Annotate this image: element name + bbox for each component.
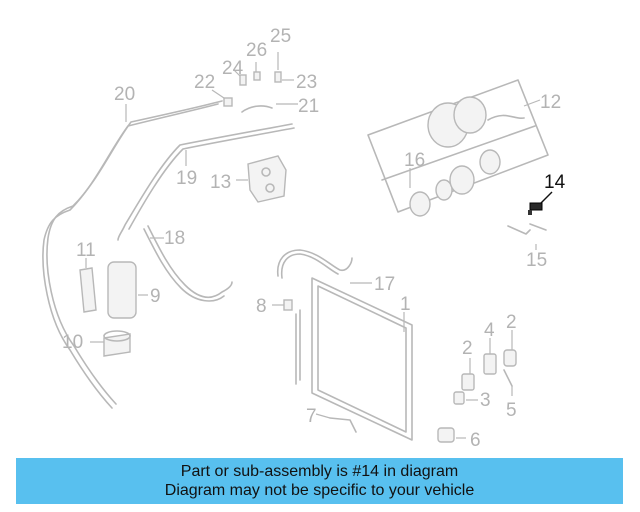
hose-17 — [276, 249, 372, 284]
label-26: 26 — [246, 40, 267, 61]
label-6: 6 — [470, 430, 481, 451]
label-21: 21 — [298, 96, 319, 117]
hose-18 — [143, 225, 233, 302]
label-24: 24 — [222, 58, 244, 79]
label-1: 1 — [400, 294, 411, 315]
bracket-11 — [79, 258, 97, 313]
label-12: 12 — [540, 92, 561, 113]
compressor-12 — [367, 79, 549, 217]
part-8 — [272, 299, 293, 311]
label-3: 3 — [480, 390, 491, 411]
label-22: 22 — [194, 72, 215, 93]
label-8: 8 — [256, 296, 267, 317]
label-18: 18 — [164, 228, 185, 249]
hose-21 — [241, 103, 298, 113]
label-13: 13 — [210, 172, 231, 193]
label-4: 4 — [484, 320, 495, 341]
label-25: 25 — [270, 26, 291, 47]
parts-diagram: 1 2 2 3 4 5 6 7 8 9 10 11 12 13 14 15 16… — [42, 26, 566, 451]
label-16: 16 — [404, 150, 425, 171]
part-15-fittings — [507, 223, 547, 250]
label-7: 7 — [306, 406, 317, 427]
info-banner: Part or sub-assembly is #14 in diagram D… — [16, 458, 623, 504]
parts-2-3-4-5 — [453, 330, 517, 405]
fittings-22-26 — [211, 52, 294, 107]
bracket-13 — [236, 155, 287, 203]
bracket-7 — [315, 413, 357, 433]
part-10 — [90, 330, 131, 357]
label-19: 19 — [176, 168, 197, 189]
label-20: 20 — [114, 84, 135, 105]
label-15: 15 — [526, 250, 547, 271]
banner-line-2: Diagram may not be specific to your vehi… — [164, 482, 475, 499]
label-11: 11 — [76, 240, 96, 261]
label-10: 10 — [62, 332, 83, 353]
banner-line-1: Part or sub-assembly is #14 in diagram — [180, 463, 459, 480]
label-23: 23 — [296, 72, 317, 93]
label-9: 9 — [150, 286, 161, 307]
part-14-switch — [528, 191, 553, 215]
hose-19 — [117, 123, 295, 241]
label-17: 17 — [374, 274, 395, 295]
receiver-dryer-9 — [107, 261, 148, 319]
label-2b: 2 — [506, 312, 517, 333]
label-14: 14 — [544, 172, 566, 193]
part-6 — [437, 427, 466, 443]
label-2a: 2 — [462, 338, 473, 359]
label-5: 5 — [506, 400, 517, 421]
hose-20 — [42, 100, 223, 409]
condenser-1 — [295, 277, 413, 441]
